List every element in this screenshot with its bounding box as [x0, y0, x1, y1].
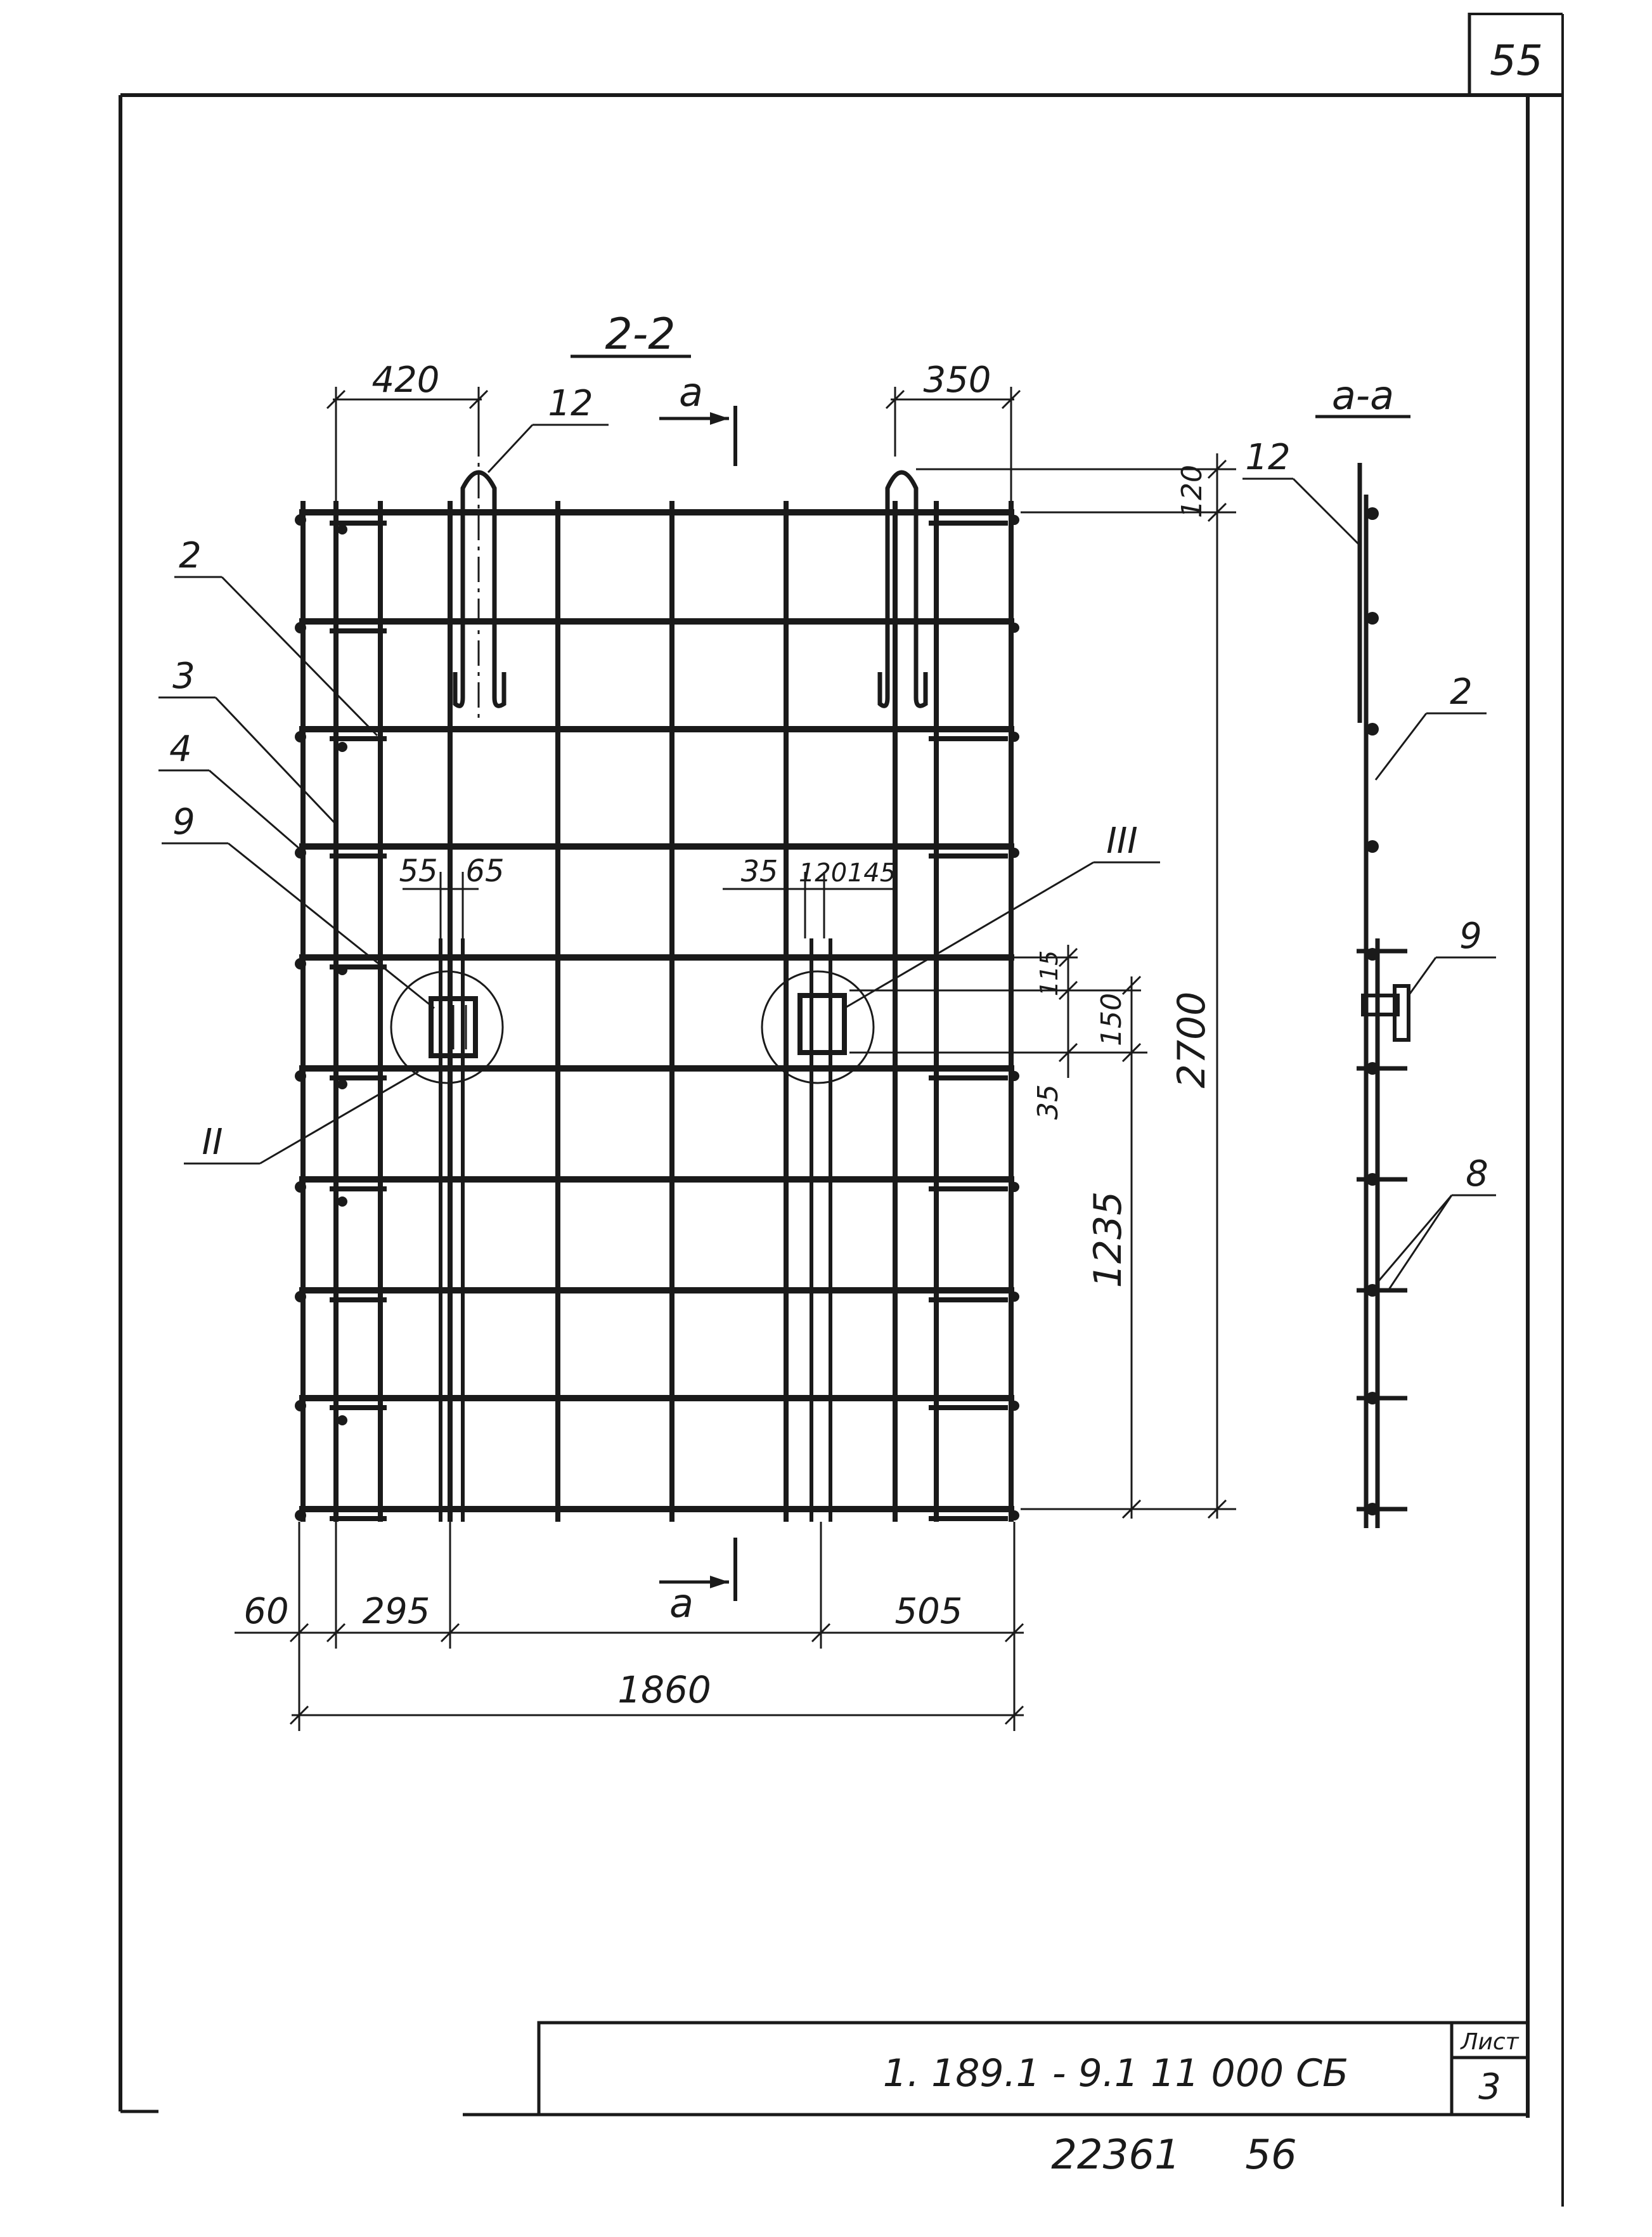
pos-9-main: 9 [172, 801, 195, 843]
title-block-sheet-number: 3 [1478, 2066, 1501, 2108]
embedded-plate-left [390, 970, 504, 1084]
side-view-plate [1361, 984, 1410, 1042]
horizontal-bars [299, 509, 1014, 1512]
plate-ticks [403, 872, 897, 938]
dim-detail-right-c: 145 [848, 859, 896, 888]
pos-2-side: 2 [1450, 671, 1473, 713]
side-view-bars [1357, 463, 1407, 1528]
weld-dots [295, 514, 1019, 1521]
sheet-frame [119, 13, 1564, 2207]
dim-detail-left-b: 65 [465, 853, 504, 889]
dim-top [326, 387, 1021, 501]
dim-detail-right-b: 120 [799, 859, 847, 888]
pos-2-main: 2 [179, 535, 202, 576]
section-cut-top [659, 406, 737, 466]
dim-detail-right-a: 35 [741, 854, 778, 888]
pos-9-side: 9 [1459, 916, 1482, 957]
cut-label-top: a [679, 369, 703, 415]
edge-stubs [330, 521, 1008, 1521]
leaders-side [1242, 477, 1496, 1291]
embedded-plate-right [761, 970, 875, 1084]
dim-right [843, 453, 1236, 1519]
section-cut-bottom [659, 1538, 737, 1601]
dim-bottom-505: 505 [895, 1591, 963, 1632]
sheet-number-top: 55 [1490, 36, 1543, 85]
leaders-main [158, 424, 1160, 1165]
side-view-dots [1366, 507, 1379, 1515]
dim-right-115: 115 [1035, 950, 1063, 997]
vertical-bars [300, 501, 1014, 1522]
pos-3-main: 3 [172, 656, 195, 697]
detail-II-label: II [202, 1122, 223, 1163]
dim-right-35: 35 [1032, 1084, 1064, 1120]
detail-circle-III [761, 970, 875, 1084]
dim-bottom-1860: 1860 [617, 1668, 711, 1711]
embedded-strips [439, 938, 832, 1522]
pos-8-side: 8 [1466, 1153, 1488, 1195]
dim-top-right: 350 [924, 360, 991, 401]
dim-top-left: 420 [372, 360, 440, 401]
stamp-number-a: 22361 [1051, 2132, 1180, 2179]
section-main-title: 2-2 [605, 309, 675, 360]
dim-bottom-60: 60 [243, 1591, 288, 1632]
pos-12-side: 12 [1245, 437, 1290, 478]
dim-right-lower: 1235 [1086, 1191, 1130, 1288]
dim-bottom-295: 295 [363, 1591, 430, 1632]
section-side-title: a-a [1332, 372, 1394, 418]
cut-label-bottom: a [669, 1580, 694, 1626]
title-block-sheet-label: Лист [1459, 2029, 1519, 2055]
dim-right-total: 2700 [1170, 992, 1214, 1089]
dim-bottom [235, 1522, 1024, 1731]
pos-12-main: 12 [548, 383, 593, 424]
detail-circle-II [390, 970, 504, 1084]
dim-detail-left-a: 55 [399, 853, 437, 889]
pos-4-main: 4 [169, 729, 192, 770]
lifting-loop-left [453, 470, 507, 708]
title-block-code: 1. 189.1 - 9.1 11 000 СБ [883, 2051, 1348, 2096]
detail-III-label: III [1106, 820, 1138, 862]
stamp-number-b: 56 [1245, 2132, 1296, 2179]
title-block [120, 2021, 1530, 2117]
lifting-loop-right [877, 470, 928, 708]
dim-right-top: 120 [1176, 465, 1208, 518]
dim-right-150: 150 [1095, 993, 1128, 1046]
